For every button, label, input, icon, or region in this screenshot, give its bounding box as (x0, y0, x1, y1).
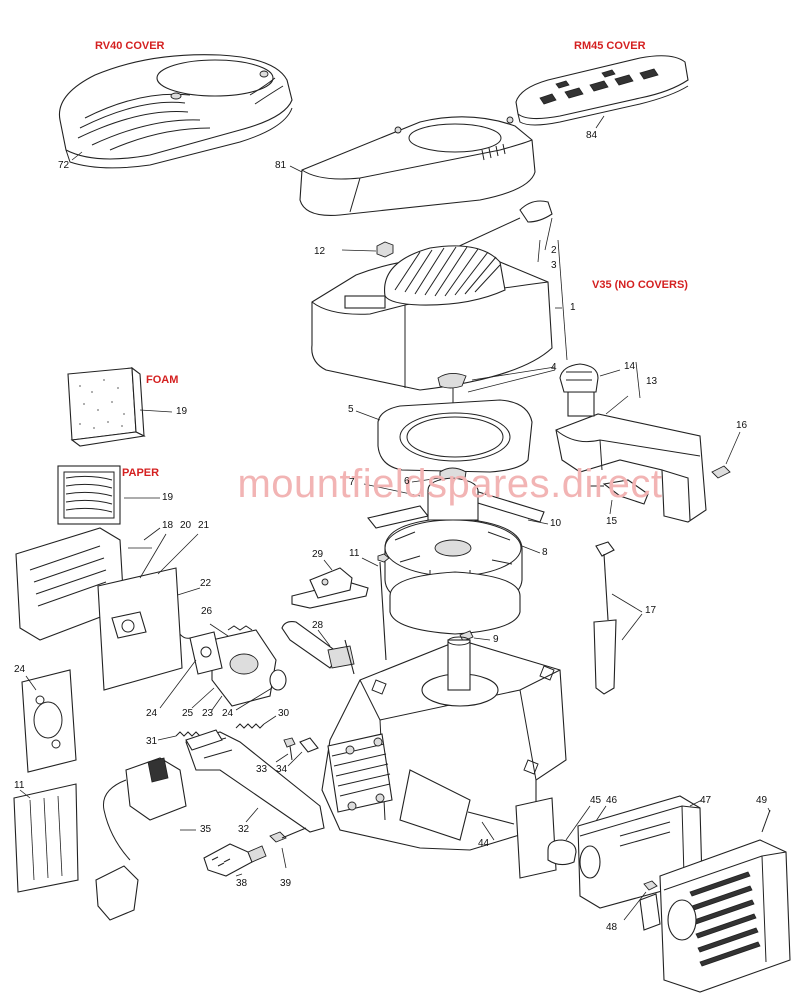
ignition-coil-part (95, 757, 187, 921)
callout-38: 38 (236, 878, 248, 889)
watermark: mountfieldspares.direct (237, 462, 663, 506)
callout-1: 1 (570, 302, 576, 313)
screw-33-part (283, 737, 296, 761)
callout-20: 20 (180, 520, 192, 531)
callout-16: 16 (736, 420, 748, 431)
callout-14: 14 (624, 361, 636, 372)
title-paper: PAPER (122, 467, 160, 479)
callout-13: 13 (646, 376, 658, 387)
callout-17: 17 (645, 605, 657, 616)
callout-4: 4 (551, 362, 557, 373)
crankcase-part (321, 636, 567, 851)
callout-24-left: 24 (146, 708, 158, 719)
carburetor-part (189, 629, 287, 707)
callout-22: 22 (200, 578, 212, 589)
callout-5: 5 (348, 404, 354, 415)
callout-9: 9 (493, 634, 499, 645)
gasket-set-24-part (21, 669, 77, 773)
air-filter-housing-part (15, 527, 183, 691)
callout-35: 35 (200, 824, 212, 835)
callout-48: 48 (606, 922, 618, 933)
callout-2: 2 (551, 245, 557, 256)
callout-44: 44 (478, 838, 490, 849)
cover-81-part (299, 116, 536, 216)
bracket-29-part (291, 567, 369, 609)
title-rm45-cover: RM45 COVER (574, 40, 646, 52)
callout-3: 3 (551, 260, 557, 271)
callout-32: 32 (238, 824, 250, 835)
foam-filter-part (67, 366, 146, 447)
callout-7: 7 (349, 477, 355, 488)
callout-6: 6 (404, 476, 410, 487)
spring-26-part (227, 625, 253, 631)
callout-19-foam: 19 (176, 406, 188, 417)
callout-72: 72 (58, 160, 70, 171)
clamp-45-part (547, 839, 577, 866)
spring-31-part (175, 731, 201, 737)
callout-11-bolt: 11 (349, 548, 360, 559)
flywheel-base-part (389, 571, 521, 635)
callout-11-set: 11 (14, 780, 25, 791)
clip-15-part (590, 479, 649, 505)
bolt-set-11-part (13, 783, 79, 893)
starter-handle-part (454, 200, 553, 249)
title-foam: FOAM (146, 374, 179, 386)
gasket-5-part (377, 399, 533, 473)
spark-plug-part (203, 843, 267, 877)
callout-81: 81 (275, 160, 287, 171)
fuel-tank-part (555, 363, 707, 523)
callout-15: 15 (606, 516, 618, 527)
rm45-cover-part (515, 55, 689, 126)
callout-49: 49 (756, 795, 768, 806)
callout-28: 28 (312, 620, 324, 631)
callout-8: 8 (542, 547, 548, 558)
clip-34-part (299, 737, 319, 753)
screw-16-part (711, 465, 731, 479)
callout-47: 47 (700, 795, 712, 806)
callout-39: 39 (280, 878, 292, 889)
callout-34: 34 (276, 764, 288, 775)
bolt-39-part (269, 827, 307, 843)
key-9-part (459, 630, 474, 642)
callout-18: 18 (162, 520, 174, 531)
callout-10: 10 (550, 518, 562, 529)
title-rv40-cover: RV40 COVER (95, 40, 165, 52)
callout-25: 25 (182, 708, 194, 719)
callout-29: 29 (312, 549, 324, 560)
governor-parts-28 (281, 621, 355, 675)
callout-23: 23 (202, 708, 214, 719)
callout-19-paper: 19 (162, 492, 174, 503)
title-v35-no-covers: V35 (NO COVERS) (592, 279, 688, 291)
nut-12-part (376, 241, 394, 258)
exhaust-gasket-44-part (467, 797, 557, 879)
callout-45: 45 (590, 795, 602, 806)
nut-48-part (643, 880, 658, 891)
callout-84: 84 (586, 130, 598, 141)
starter-housing-part (311, 245, 553, 391)
callout-46: 46 (606, 795, 618, 806)
spring-30-part (235, 723, 265, 729)
exhaust-shield-49-part (639, 809, 791, 993)
control-plate-32-part (185, 729, 325, 833)
dipstick-part (593, 541, 617, 695)
rv40-cover-part (58, 54, 293, 169)
callout-24-gasket: 24 (14, 664, 26, 675)
callout-21: 21 (198, 520, 210, 531)
callout-33: 33 (256, 764, 268, 775)
callout-26: 26 (201, 606, 213, 617)
callout-12: 12 (314, 246, 326, 257)
callout-31: 31 (146, 736, 158, 747)
bolt-11-part (377, 553, 390, 661)
callout-24-right: 24 (222, 708, 234, 719)
callout-30: 30 (278, 708, 290, 719)
ratchet-4-part (437, 366, 556, 408)
paper-filter-part (57, 465, 121, 525)
